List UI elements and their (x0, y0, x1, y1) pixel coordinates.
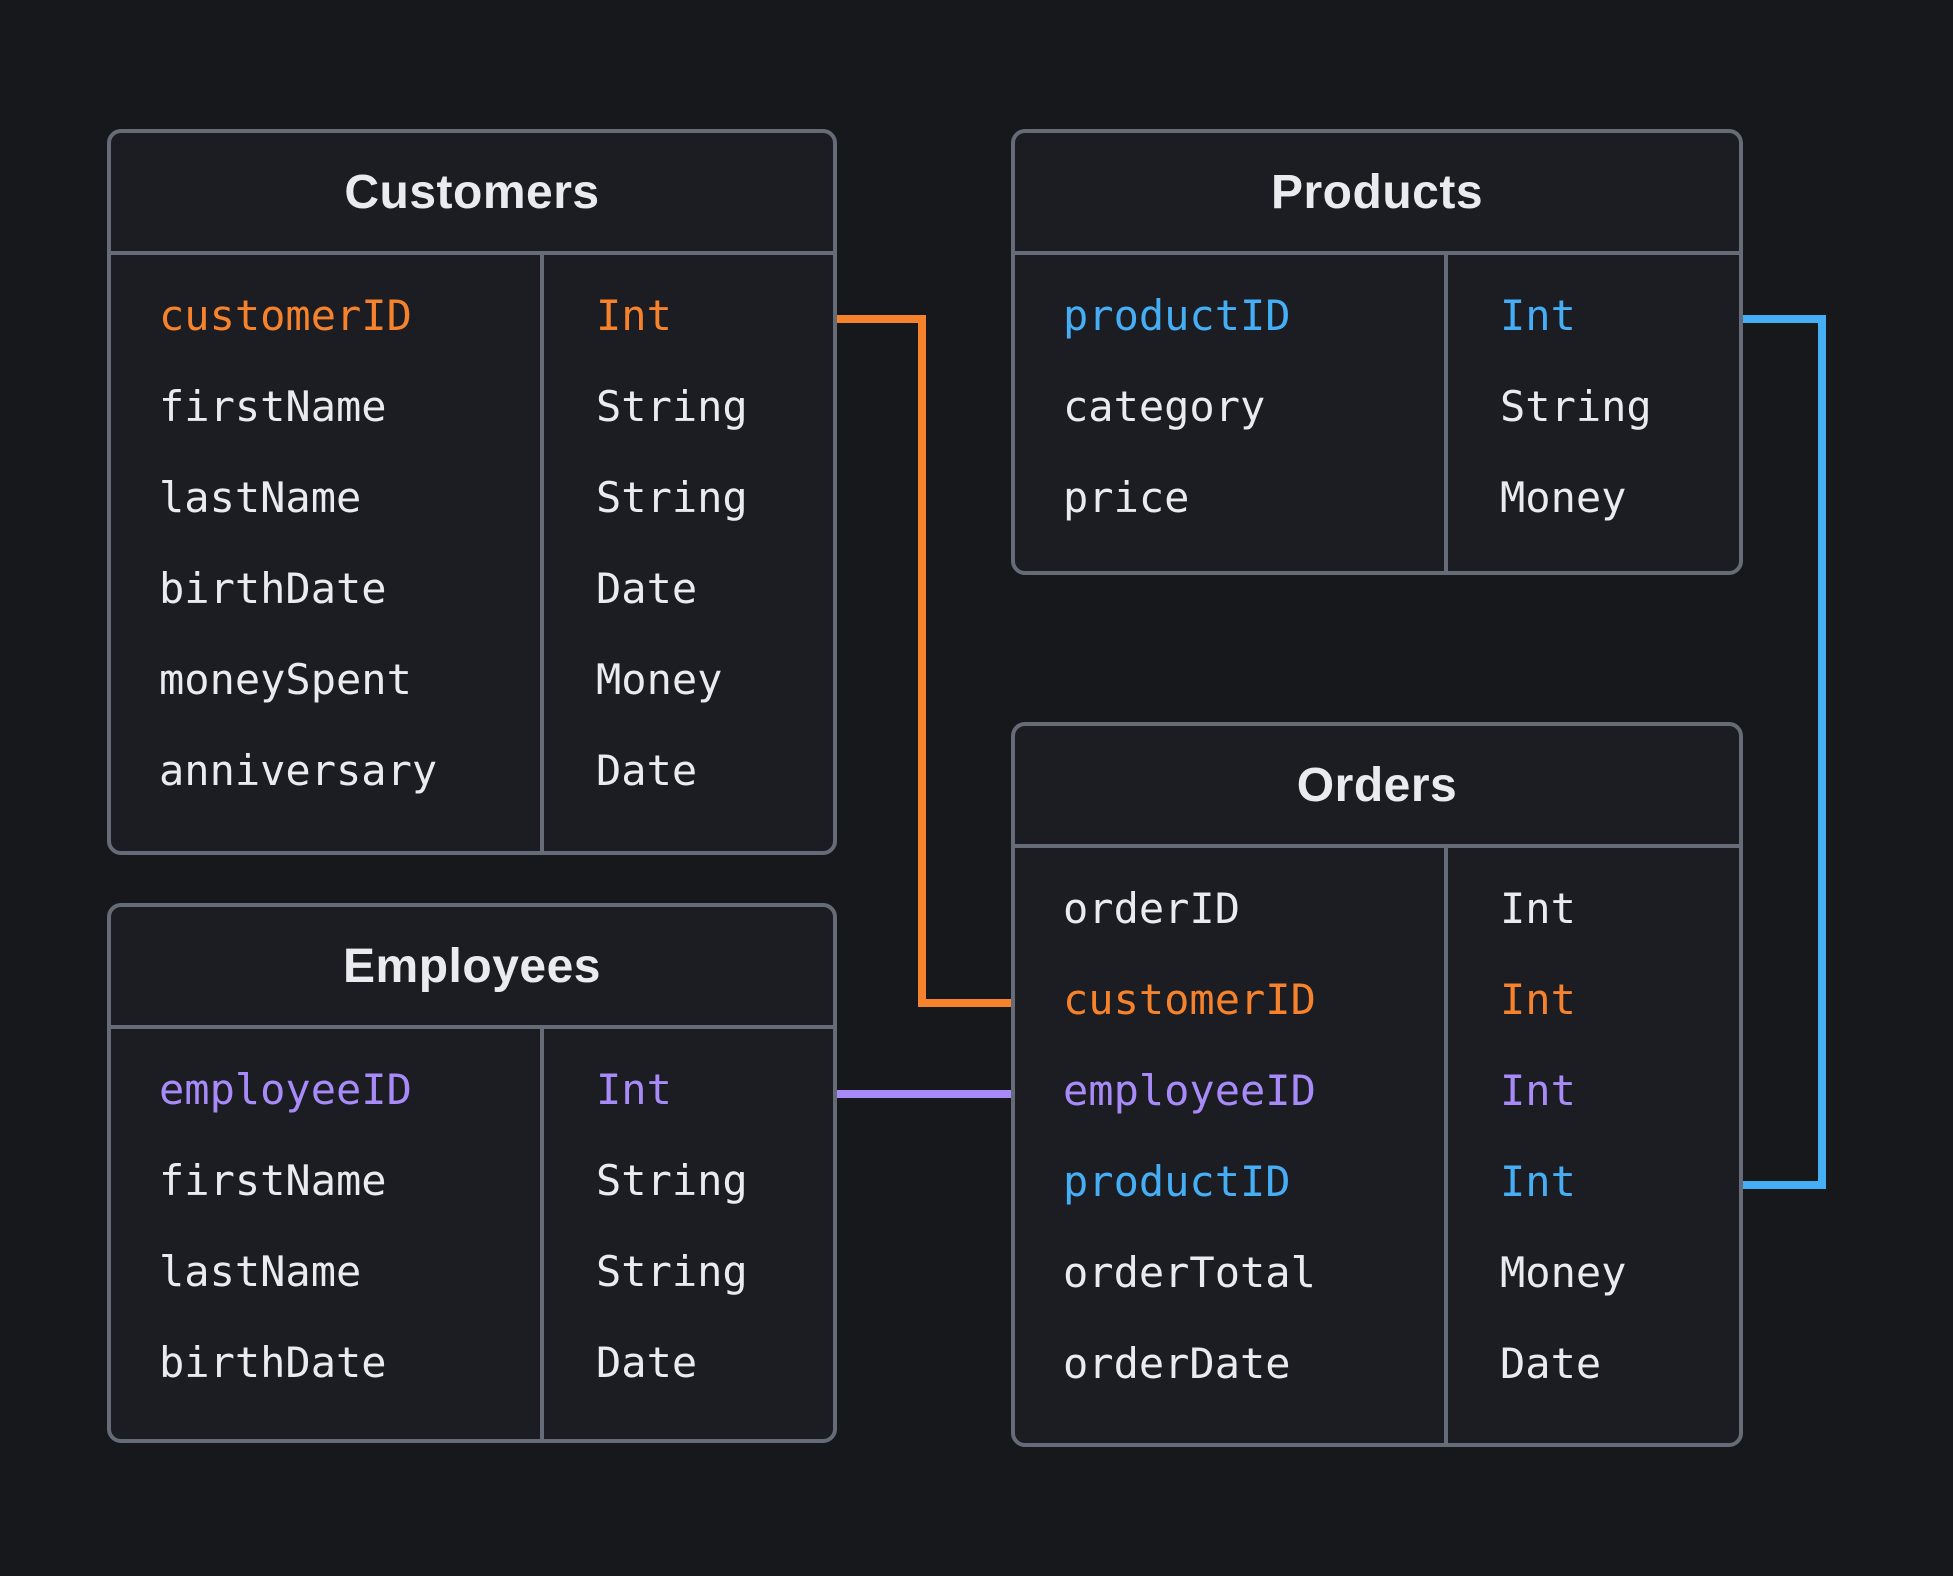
table-title: Employees (343, 939, 601, 993)
table-products: Products productID category price Int St… (1011, 129, 1743, 575)
field-type: Date (1500, 1339, 1602, 1388)
field-type: Date (596, 564, 698, 613)
field-name: orderTotal (1063, 1248, 1316, 1297)
field-name: employeeID (159, 1065, 412, 1114)
table-customers-body: customerID firstName lastName birthDate … (111, 255, 833, 851)
field-types-column: Int String String Date Money Date (544, 255, 833, 851)
table-orders-body: orderID customerID employeeID productID … (1015, 848, 1739, 1443)
field-names-column: productID category price (1015, 255, 1448, 571)
field-name: birthDate (159, 1338, 387, 1387)
table-products-header: Products (1015, 133, 1739, 255)
table-title: Orders (1296, 758, 1458, 812)
field-type: String (596, 1247, 748, 1296)
table-title: Products (1270, 165, 1484, 219)
field-type: Int (596, 1065, 672, 1114)
field-name: productID (1063, 291, 1291, 340)
relationship-customers-orders (837, 315, 1011, 1007)
field-type: String (596, 1156, 748, 1205)
field-type: Money (1500, 1248, 1627, 1297)
field-name: firstName (159, 382, 387, 431)
field-types-column: Int String Money (1448, 255, 1739, 571)
table-products-body: productID category price Int String Mone… (1015, 255, 1739, 571)
field-type: String (596, 473, 748, 522)
field-name: productID (1063, 1157, 1291, 1206)
table-customers: Customers customerID firstName lastName … (107, 129, 837, 855)
field-name: firstName (159, 1156, 387, 1205)
field-name: employeeID (1063, 1066, 1316, 1115)
field-name: lastName (159, 1247, 362, 1296)
table-orders-header: Orders (1015, 726, 1739, 848)
table-orders: Orders orderID customerID employeeID pro… (1011, 722, 1743, 1447)
field-name: customerID (1063, 975, 1316, 1024)
field-type: Int (1500, 1066, 1576, 1115)
field-type: Date (596, 1338, 698, 1387)
field-name: moneySpent (159, 655, 412, 704)
field-type: Int (1500, 291, 1576, 340)
field-type: Money (596, 655, 723, 704)
field-type: Int (1500, 975, 1576, 1024)
field-type: Int (1500, 884, 1576, 933)
field-name: customerID (159, 291, 412, 340)
field-type: Int (1500, 1157, 1576, 1206)
field-type: String (596, 382, 748, 431)
field-name: category (1063, 382, 1266, 431)
field-type: Money (1500, 473, 1627, 522)
table-employees-body: employeeID firstName lastName birthDate … (111, 1029, 833, 1439)
field-name: orderID (1063, 884, 1241, 933)
field-type: Int (596, 291, 672, 340)
field-names-column: customerID firstName lastName birthDate … (111, 255, 544, 851)
field-name: anniversary (159, 746, 438, 795)
field-name: birthDate (159, 564, 387, 613)
relationship-products-orders (1743, 315, 1826, 1189)
field-types-column: Int Int Int Int Money Date (1448, 848, 1739, 1443)
field-type: String (1500, 382, 1652, 431)
field-name: orderDate (1063, 1339, 1291, 1388)
table-customers-header: Customers (111, 133, 833, 255)
field-types-column: Int String String Date (544, 1029, 833, 1439)
table-employees-header: Employees (111, 907, 833, 1029)
table-employees: Employees employeeID firstName lastName … (107, 903, 837, 1443)
field-names-column: employeeID firstName lastName birthDate (111, 1029, 544, 1439)
field-name: price (1063, 473, 1190, 522)
field-name: lastName (159, 473, 362, 522)
field-type: Date (596, 746, 698, 795)
table-title: Customers (344, 165, 600, 219)
field-names-column: orderID customerID employeeID productID … (1015, 848, 1448, 1443)
